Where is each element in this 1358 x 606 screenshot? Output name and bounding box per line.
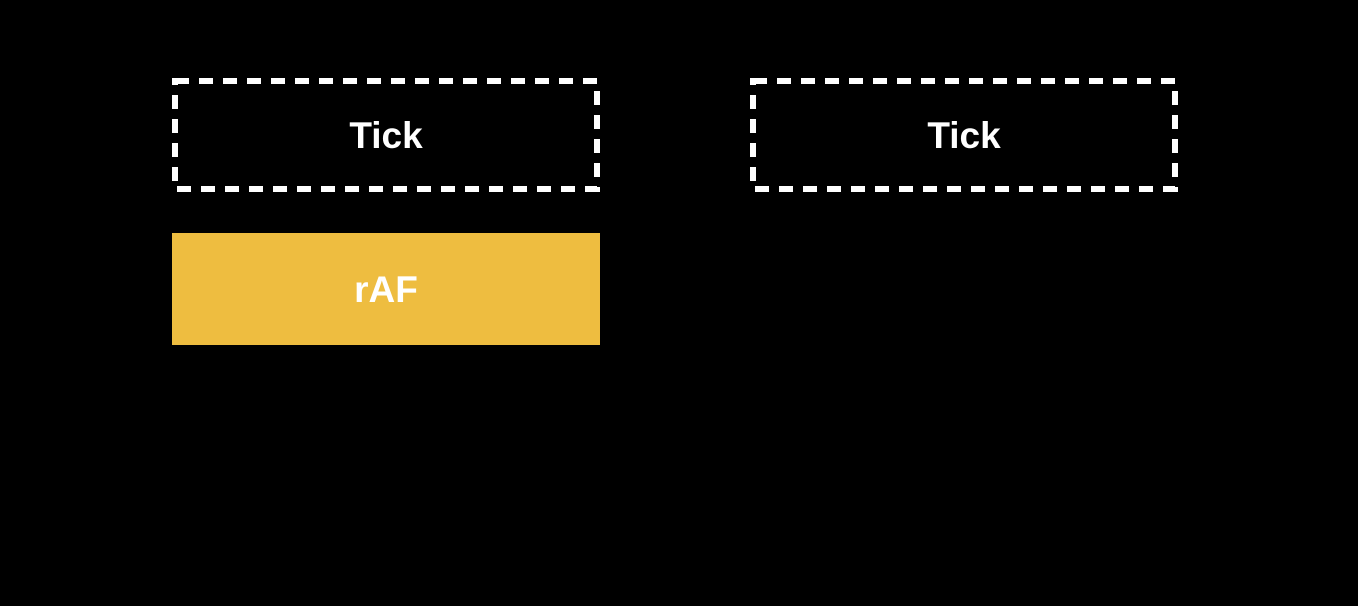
tick-box-1: Tick (172, 78, 600, 192)
tick-box-2-label: Tick (927, 114, 1001, 156)
raf-box: rAF (172, 233, 600, 345)
raf-box-label: rAF (354, 268, 418, 310)
tick-box-2: Tick (750, 78, 1178, 192)
tick-box-1-label: Tick (349, 114, 423, 156)
